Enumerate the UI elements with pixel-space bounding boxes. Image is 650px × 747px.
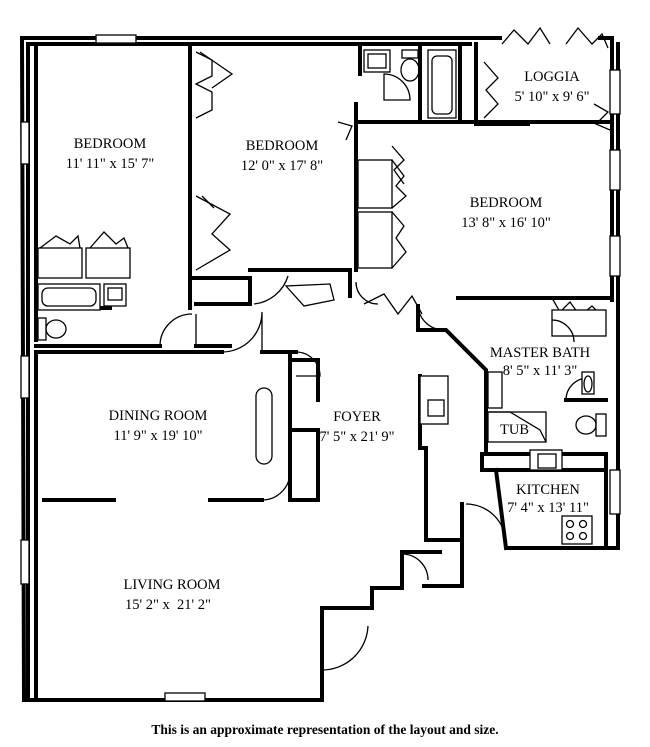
- bedroom-right-size: 13' 8" x 16' 10": [461, 215, 551, 231]
- master-bath-name: MASTER BATH: [490, 345, 591, 361]
- bedroom-left-name: BEDROOM: [74, 136, 147, 152]
- dining-room-size: 11' 9" x 19' 10": [113, 428, 202, 444]
- living-room-size: 15' 2" x 21' 2": [125, 597, 211, 613]
- windows: [20, 34, 621, 702]
- plan-caption: This is an approximate representation of…: [151, 722, 499, 737]
- closets: [37, 26, 611, 337]
- door-swings: [159, 73, 589, 671]
- bedroom-right-name: BEDROOM: [470, 195, 543, 211]
- foyer-name: FOYER: [333, 409, 381, 425]
- kitchen-name: KITCHEN: [516, 482, 580, 498]
- bedroom-mid-size: 12' 0" x 17' 8": [241, 158, 323, 174]
- room-labels: BEDROOM 11' 11" x 15' 7" BEDROOM 12' 0" …: [66, 69, 591, 613]
- master-bath-size: 8' 5" x 11' 3": [503, 363, 578, 379]
- living-room-name: LIVING ROOM: [123, 577, 220, 593]
- loggia-size: 5' 10" x 9' 6": [514, 89, 589, 105]
- foyer-size: 7' 5" x 21' 9": [319, 429, 394, 445]
- fixtures: [37, 49, 607, 545]
- loggia-name: LOGGIA: [524, 69, 580, 85]
- interior-walls: [34, 42, 614, 702]
- bedroom-mid-name: BEDROOM: [246, 138, 319, 154]
- bedroom-left-size: 11' 11" x 15' 7": [66, 156, 155, 172]
- dining-room-name: DINING ROOM: [109, 408, 208, 424]
- kitchen-size: 7' 4" x 13' 11": [507, 500, 589, 516]
- tub-label: TUB: [500, 422, 529, 438]
